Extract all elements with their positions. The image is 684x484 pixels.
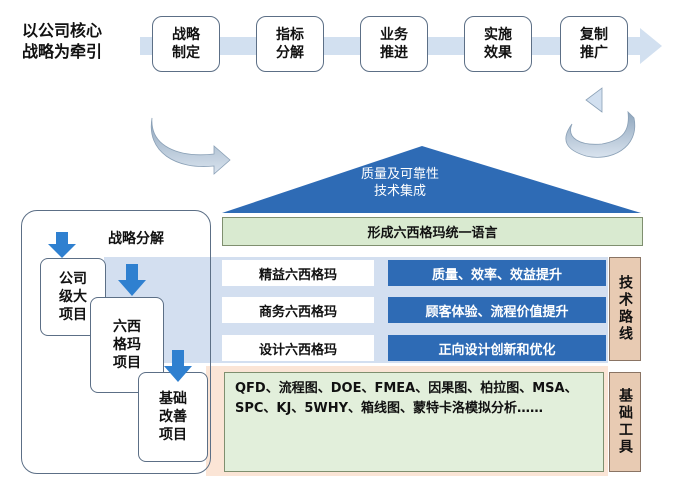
strategy-decomposition-title: 战略分解 <box>108 231 164 247</box>
goal-business: 顾客体验、流程价值提升 <box>388 297 606 323</box>
cycle-arrow-left-icon <box>150 117 231 175</box>
step-indicator-decomposition: 指标 分解 <box>256 16 324 72</box>
goal-design: 正向设计创新和优化 <box>388 335 606 361</box>
method-lean-six-sigma: 精益六西格玛 <box>222 260 374 286</box>
lead-title: 以公司核心 战略为牵引 <box>22 21 103 61</box>
step-replication-promotion: 复制 推广 <box>560 16 628 72</box>
roof-label: 质量及可靠性 技术集成 <box>360 167 439 199</box>
method-design-six-sigma: 设计六西格玛 <box>222 335 374 361</box>
tech-route-label: 技术路线 <box>609 257 641 361</box>
tools-list: QFD、流程图、DOE、FMEA、因果图、柏拉图、MSA、SPC、KJ、5WHY… <box>224 372 604 472</box>
strategy-decomposition-frame <box>21 210 211 474</box>
tools-label: 基础工具 <box>609 372 641 472</box>
step-strategy-formulation: 战略 制定 <box>152 16 220 72</box>
goal-lean: 质量、效率、效益提升 <box>388 260 606 286</box>
cycle-arrow-right-icon <box>565 87 636 158</box>
method-business-six-sigma: 商务六西格玛 <box>222 297 374 323</box>
step-business-promotion: 业务 推进 <box>360 16 428 72</box>
unified-language-bar: 形成六西格玛统一语言 <box>222 217 643 246</box>
project-basic-improvement: 基础 改善 项目 <box>138 372 208 462</box>
step-implementation-effect: 实施 效果 <box>464 16 532 72</box>
